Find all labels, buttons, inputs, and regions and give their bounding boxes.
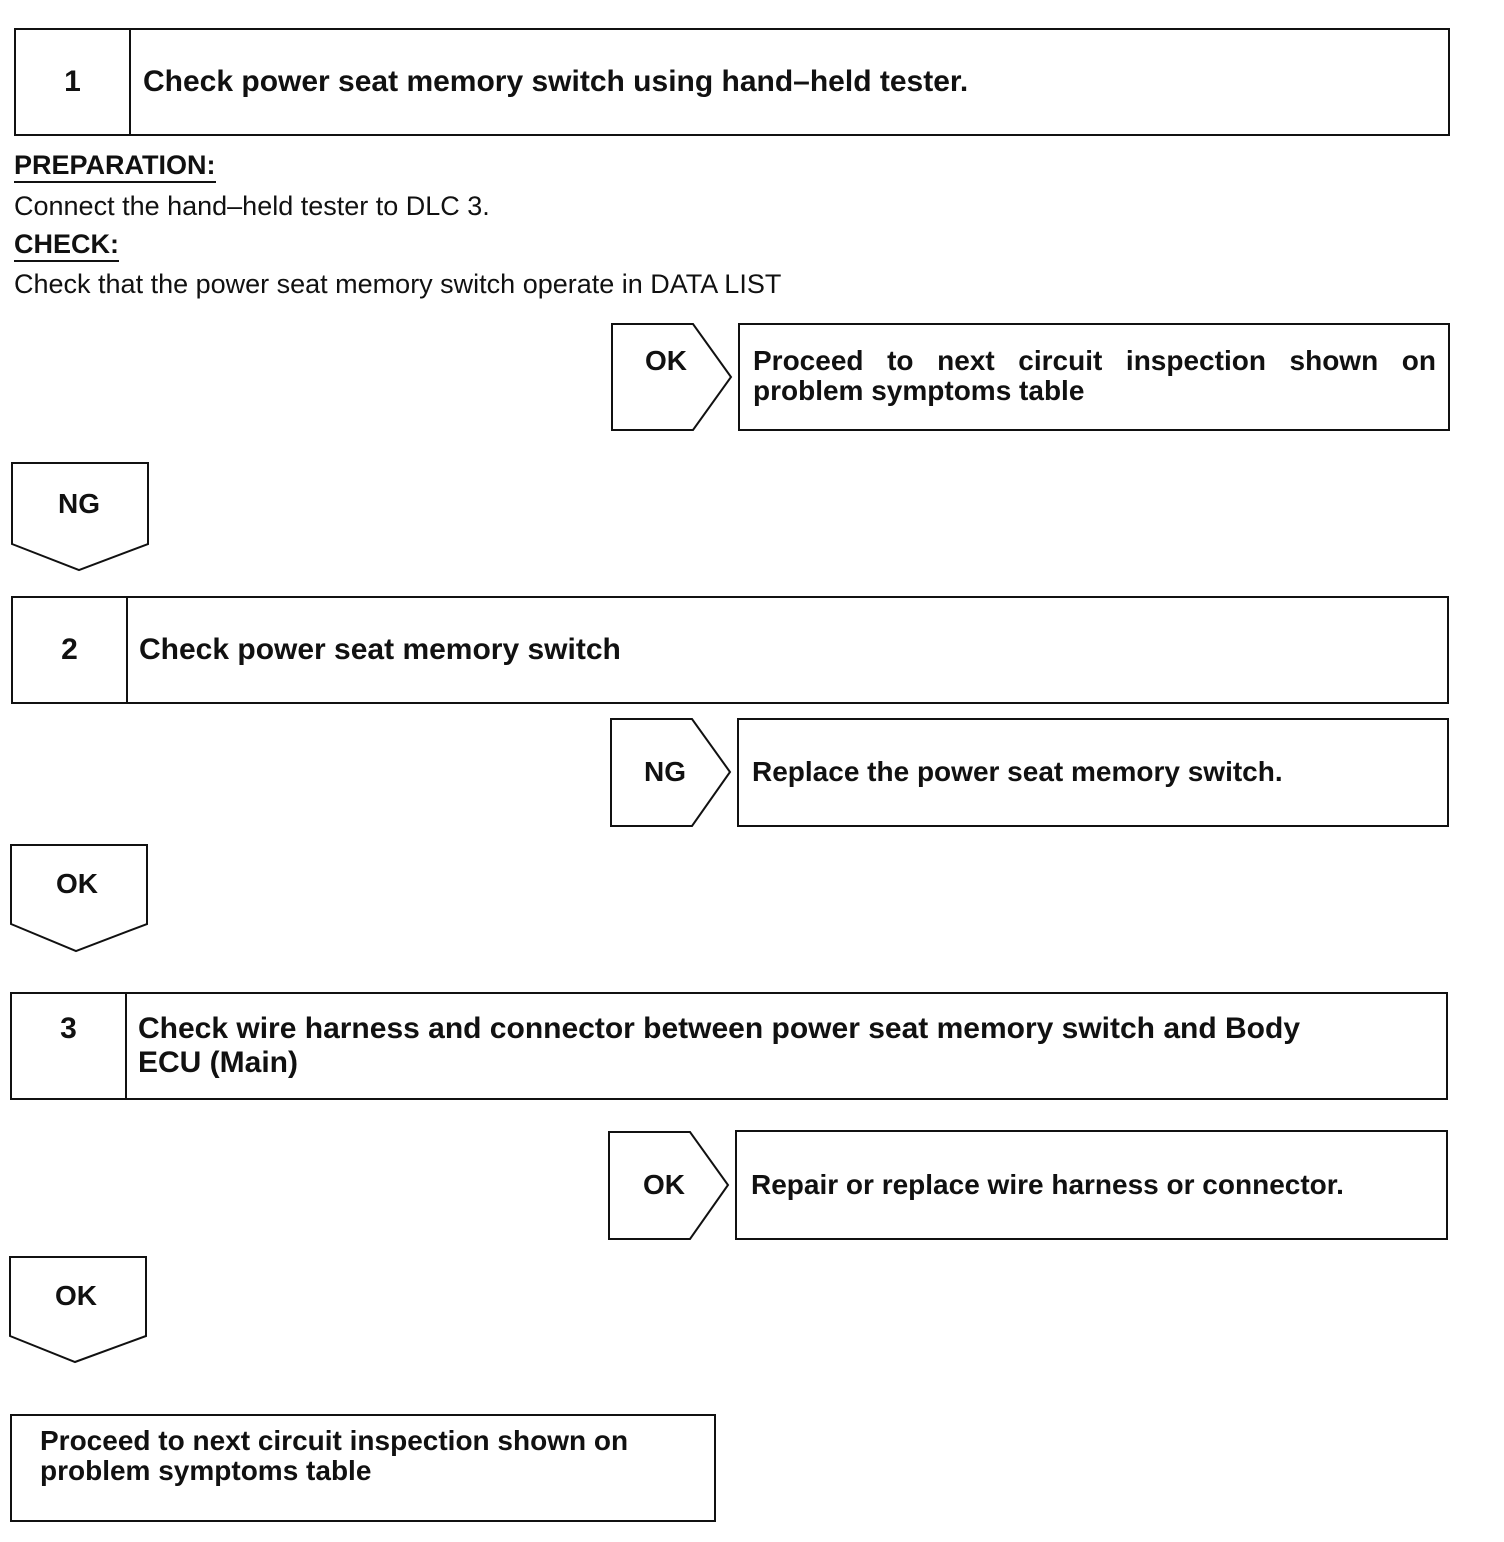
- step-2-down-result: OK: [56, 868, 98, 899]
- step-3-ok-arrow-icon: [608, 1131, 730, 1240]
- final-action: Proceed to next circuit inspection shown…: [40, 1425, 629, 1486]
- step-2-side-action-box: Replace the power seat memory switch.: [737, 718, 1449, 827]
- step-2-ng-arrow-icon: [610, 718, 732, 827]
- step-3-side-action: Repair or replace wire harness or connec…: [751, 1169, 1344, 1200]
- step-3-side-action-box: Repair or replace wire harness or connec…: [735, 1130, 1448, 1240]
- final-action-box: Proceed to next circuit inspection shown…: [10, 1414, 716, 1522]
- check-text: Check that the power seat memory switch …: [14, 269, 782, 299]
- step-1-number: 1: [16, 30, 131, 134]
- step-2-number: 2: [13, 598, 128, 702]
- step-1-ok-arrow-icon: [611, 323, 733, 431]
- step-2-side-action: Replace the power seat memory switch.: [752, 756, 1283, 787]
- step-3-box: 3 Check wire harness and connector betwe…: [10, 992, 1448, 1100]
- step-3-title: Check wire harness and connector between…: [138, 1012, 1301, 1079]
- step-3-down-result: OK: [55, 1280, 97, 1311]
- step-2-side-result: NG: [644, 756, 686, 787]
- step-1-side-action-box: Proceed to next circuit inspection shown…: [738, 323, 1450, 431]
- step-1-down-result: NG: [58, 488, 100, 519]
- step-2-ok-down-arrow-icon: [10, 844, 148, 953]
- preparation-text: Connect the hand–held tester to DLC 3.: [14, 191, 490, 221]
- step-3-ok-down-arrow-icon: [9, 1256, 147, 1364]
- step-3-number: 3: [12, 994, 127, 1098]
- preparation-label: PREPARATION:: [14, 150, 216, 183]
- step-2-title: Check power seat memory switch: [139, 633, 621, 666]
- step-1-ng-down-arrow-icon: [11, 462, 149, 572]
- step-1-box: 1 Check power seat memory switch using h…: [14, 28, 1450, 136]
- step-1-title: Check power seat memory switch using han…: [143, 65, 969, 98]
- check-label: CHECK:: [14, 229, 119, 262]
- step-1-side-action: Proceed to next circuit inspection shown…: [753, 345, 1436, 406]
- step-2-box: 2 Check power seat memory switch: [11, 596, 1449, 704]
- step-1-side-result: OK: [645, 345, 687, 376]
- step-3-side-result: OK: [643, 1169, 685, 1200]
